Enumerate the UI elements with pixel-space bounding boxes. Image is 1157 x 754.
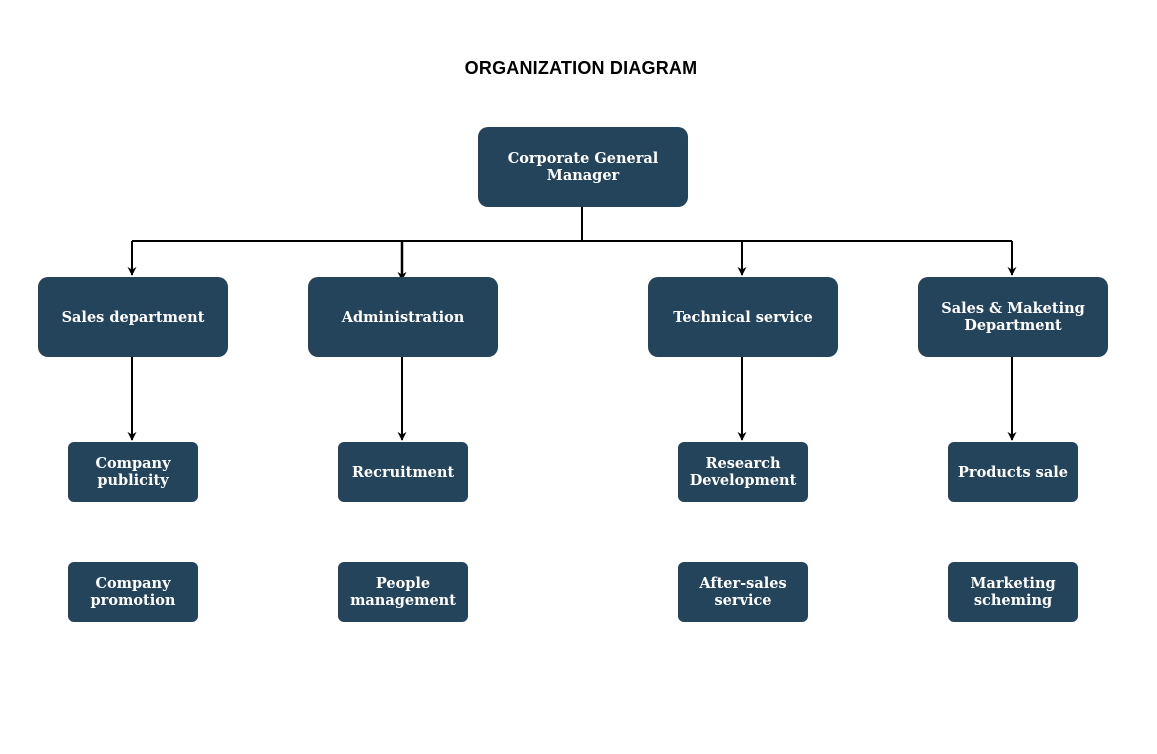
node-label: Sales department	[61, 308, 205, 326]
node-research-development[interactable]: Research Development	[678, 442, 808, 502]
node-marketing-scheming[interactable]: Marketing scheming	[948, 562, 1078, 622]
node-people-management[interactable]: People management	[338, 562, 468, 622]
node-company-promotion[interactable]: Company promotion	[68, 562, 198, 622]
node-after-sales-service[interactable]: After-sales service	[678, 562, 808, 622]
node-company-publicity[interactable]: Company publicity	[68, 442, 198, 502]
node-sales-marketing-department[interactable]: Sales & Maketing Department	[918, 277, 1108, 357]
node-label: People management	[350, 575, 456, 609]
node-products-sale[interactable]: Products sale	[948, 442, 1078, 502]
node-recruitment[interactable]: Recruitment	[338, 442, 468, 502]
node-label: Technical service	[673, 308, 813, 326]
node-label: Administration	[341, 308, 465, 326]
node-label: Sales & Maketing Department	[941, 300, 1085, 334]
node-label: Company promotion	[90, 575, 176, 609]
node-sales-department[interactable]: Sales department	[38, 277, 228, 357]
node-label: Marketing scheming	[970, 575, 1056, 609]
node-corporate-general-manager[interactable]: Corporate General Manager	[478, 127, 688, 207]
node-label: Research Development	[689, 455, 797, 489]
node-label: Recruitment	[351, 463, 455, 481]
node-administration[interactable]: Administration	[308, 277, 498, 357]
node-label: Products sale	[958, 463, 1068, 481]
node-technical-service[interactable]: Technical service	[648, 277, 838, 357]
node-label: After-sales service	[699, 575, 787, 609]
node-label: Company publicity	[95, 455, 171, 489]
diagram-title: ORGANIZATION DIAGRAM	[464, 58, 698, 78]
node-label: Corporate General Manager	[507, 150, 659, 184]
